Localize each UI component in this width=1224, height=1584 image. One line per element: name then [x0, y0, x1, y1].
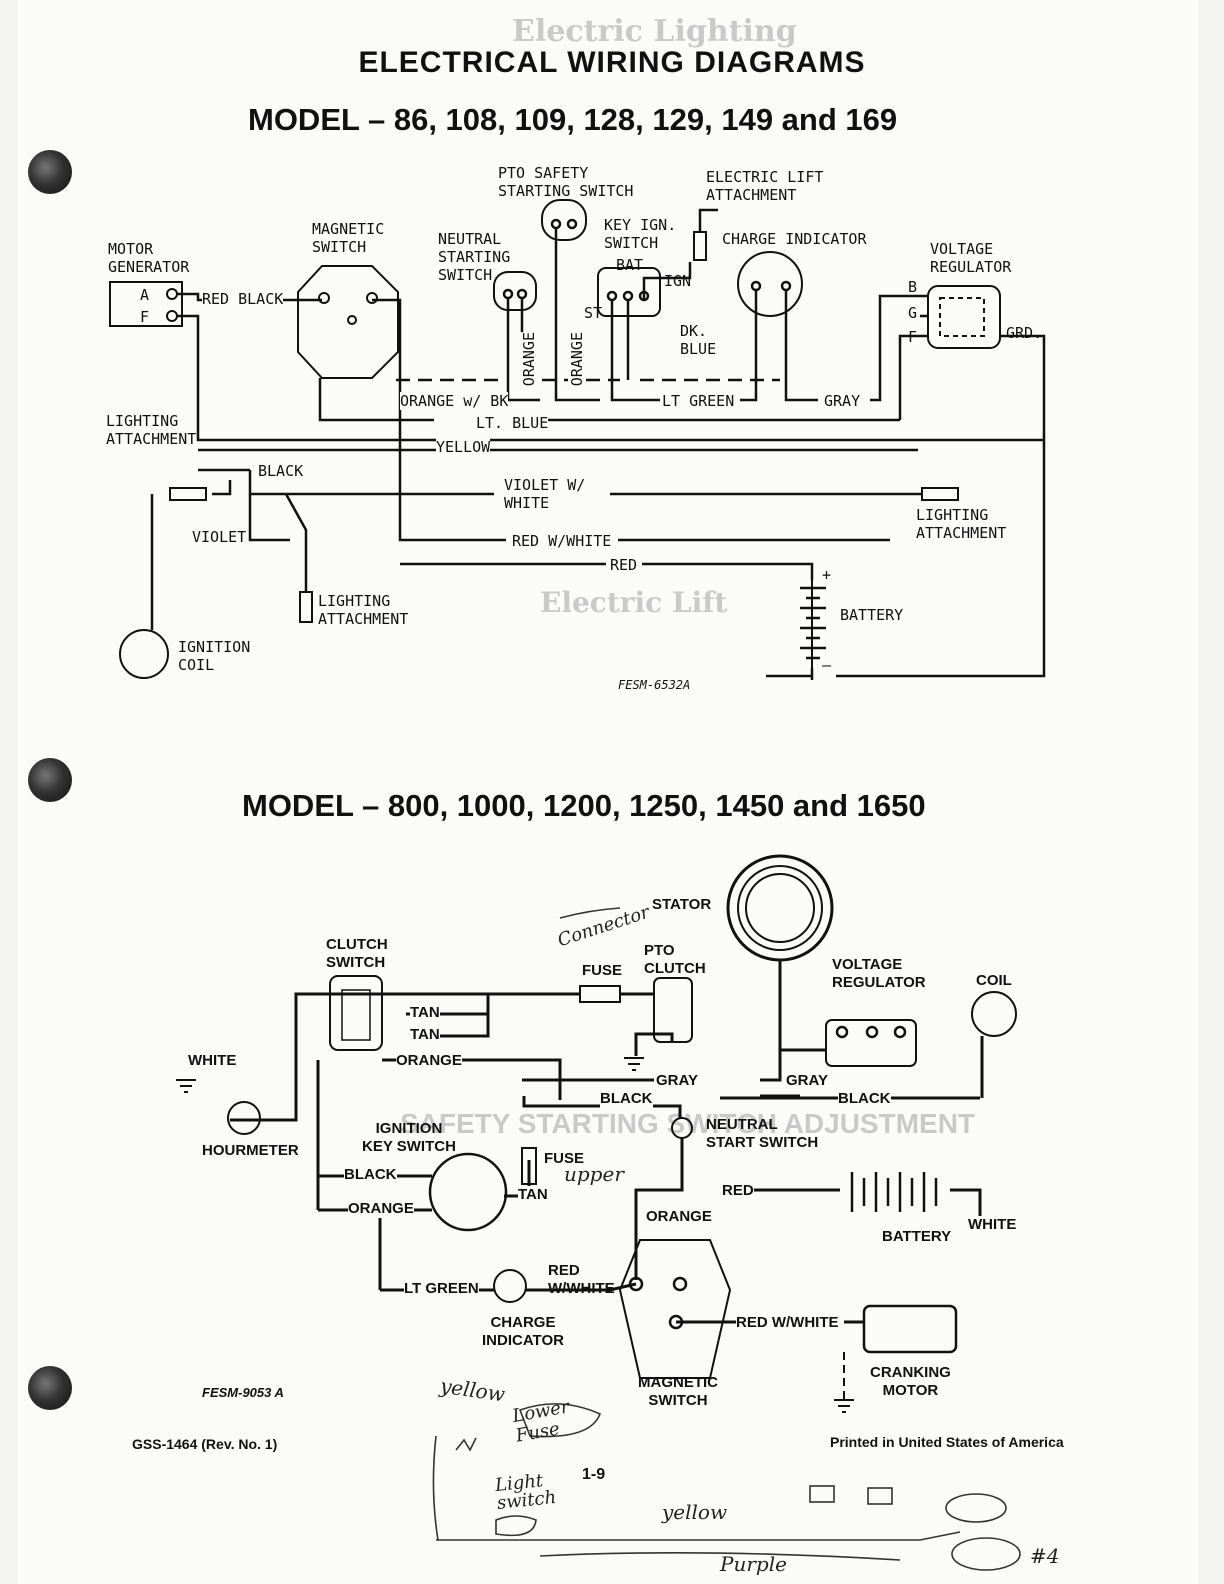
ghost-safety: SAFETY STARTING SWITCH ADJUSTMENT — [400, 1108, 976, 1139]
label-red: RED — [610, 556, 638, 574]
label-magnetic-switch: MAGNETIC SWITCH — [312, 220, 385, 256]
label-st: ST — [584, 304, 603, 322]
label-orange-2: ORANGE — [396, 1052, 462, 1070]
label-battery: BATTERY — [840, 606, 904, 624]
label-reg-g: G — [908, 304, 918, 322]
label-neutral-start-switch: NEUTRAL START SWITCH — [706, 1116, 819, 1151]
handwritten-purple: Purple — [720, 1552, 787, 1576]
label-coil: COIL — [976, 972, 1012, 989]
label-lighting-attachment-right: LIGHTING ATTACHMENT — [916, 506, 1007, 542]
label-violet: VIOLET — [192, 528, 247, 546]
page-heading: ELECTRICAL WIRING DIAGRAMS — [358, 46, 866, 79]
label-voltage-regulator-2: VOLTAGE REGULATOR — [832, 956, 926, 991]
label-black: BLACK — [258, 462, 304, 480]
label-hourmeter: HOURMETER — [202, 1142, 299, 1159]
label-bat: BAT — [616, 256, 644, 274]
diagram1-title: MODEL – 86, 108, 109, 128, 129, 149 and … — [248, 102, 898, 137]
label-gray-left: GRAY — [656, 1072, 698, 1090]
label-red-black: RED BLACK — [202, 290, 284, 308]
document-page — [18, 0, 1198, 1584]
handwritten-tail: #4 — [1030, 1544, 1060, 1568]
label-dk-blue: DK. BLUE — [680, 322, 717, 358]
diagram2-title: MODEL – 800, 1000, 1200, 1250, 1450 and … — [242, 788, 926, 823]
label-violet-w-white: VIOLET W/ WHITE — [504, 476, 586, 512]
label-orange-w-bk: ORANGE w/ BK — [400, 392, 509, 410]
label-key-ign: KEY IGN. SWITCH — [604, 216, 677, 252]
label-reg-f: F — [908, 328, 918, 346]
label-grd: GRD. — [1006, 324, 1043, 342]
label-voltage-regulator: VOLTAGE REGULATOR — [930, 240, 1012, 276]
label-lt-green-2: LT GREEN — [404, 1280, 479, 1298]
label-stator: STATOR — [652, 896, 712, 913]
label-lighting-attachment-bottom: LIGHTING ATTACHMENT — [318, 592, 409, 628]
label-ign: IGN — [664, 272, 692, 290]
label-pto-safety: PTO SAFETY STARTING SWITCH — [498, 164, 634, 200]
label-lighting-attachment-left: LIGHTING ATTACHMENT — [106, 412, 197, 448]
label-gray-right: GRAY — [786, 1072, 828, 1090]
ghost-electric-lighting: Electric Lighting — [512, 14, 797, 49]
label-red-w-white-2: RED W/WHITE — [736, 1314, 839, 1332]
label-motor-generator: MOTOR GENERATOR — [108, 240, 190, 276]
label-black-right: BLACK — [838, 1090, 891, 1108]
handwritten-yellow-2: yellow — [662, 1500, 728, 1524]
label-reg-b: B — [908, 278, 918, 296]
label-lt-green: LT GREEN — [662, 392, 735, 410]
label-ignition-key-switch: IGNITION KEY SWITCH — [362, 1120, 456, 1155]
label-charge-indicator: CHARGE INDICATOR — [722, 230, 867, 248]
label-red-battery: RED — [722, 1182, 754, 1200]
label-tan-2: TAN — [410, 1026, 440, 1044]
label-electric-lift: ELECTRIC LIFT ATTACHMENT — [706, 168, 824, 204]
label-pto-clutch: PTO CLUTCH — [644, 942, 706, 977]
label-tan-1: TAN — [410, 1004, 440, 1022]
label-white-left: WHITE — [188, 1052, 237, 1069]
label-battery-minus: – — [822, 656, 832, 674]
label-fig-code-1: FESM-6532A — [618, 678, 691, 692]
label-neutral-starting-switch: NEUTRAL STARTING SWITCH — [438, 230, 511, 284]
binder-hole-top — [28, 150, 72, 194]
footer-doc-code: GSS-1464 (Rev. No. 1) — [132, 1436, 278, 1452]
ghost-electric-lift: Electric Lift — [540, 586, 728, 619]
label-gen-f: F — [140, 308, 150, 326]
label-white-battery: WHITE — [968, 1216, 1017, 1233]
label-fig-code-2: FESM-9053 A — [202, 1385, 284, 1400]
label-red-w-white: RED W/WHITE — [512, 532, 612, 550]
label-gen-a: A — [140, 286, 150, 304]
label-lt-blue: LT. BLUE — [476, 414, 549, 432]
label-battery-plus: + — [822, 566, 832, 584]
label-ignition-coil: IGNITION COIL — [178, 638, 251, 674]
label-cranking-motor: CRANKING MOTOR — [870, 1364, 951, 1399]
binder-hole-bottom — [28, 1366, 72, 1410]
label-red-w-white-1: RED W/WHITE — [548, 1262, 615, 1297]
label-tan-key: TAN — [518, 1186, 548, 1204]
label-yellow: YELLOW — [436, 438, 491, 456]
label-fuse: FUSE — [582, 962, 623, 979]
label-gray: GRAY — [824, 392, 861, 410]
label-orange-mag: ORANGE — [646, 1208, 712, 1225]
footer-printed: Printed in United States of America — [830, 1434, 1064, 1450]
label-clutch-switch: CLUTCH SWITCH — [326, 936, 388, 971]
label-magnetic-switch-2: MAGNETIC SWITCH — [638, 1374, 718, 1409]
handwritten-upper: upper — [564, 1162, 624, 1186]
label-fuse-2: FUSE — [544, 1150, 585, 1167]
label-charge-indicator-2: CHARGE INDICATOR — [482, 1314, 564, 1349]
binder-hole-middle — [28, 758, 72, 802]
label-black-mid: BLACK — [600, 1090, 653, 1108]
handwritten-light-switch: Light switch — [494, 1470, 558, 1514]
label-black-key: BLACK — [344, 1166, 397, 1184]
label-battery-2: BATTERY — [882, 1228, 952, 1245]
label-orange-key: ORANGE — [348, 1200, 414, 1218]
footer-page-number: 1-9 — [582, 1466, 606, 1483]
